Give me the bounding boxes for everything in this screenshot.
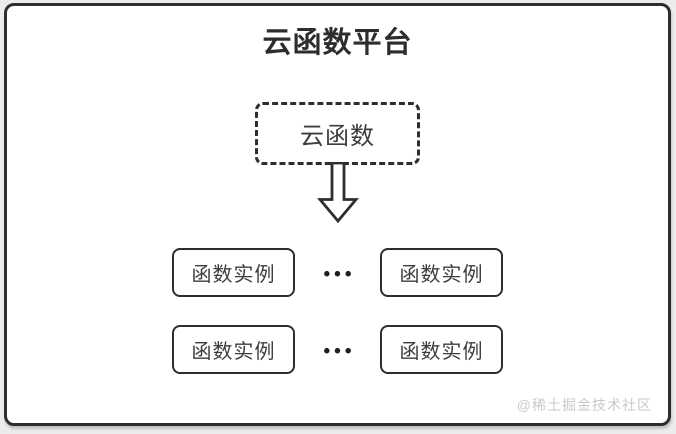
function-instance-node: 函数实例: [380, 248, 503, 298]
function-instance-node: 函数实例: [172, 248, 295, 298]
function-instance-node: 函数实例: [380, 325, 503, 375]
cloud-function-label: 云函数: [300, 123, 375, 151]
function-instance-label: 函数实例: [191, 264, 276, 287]
page-title: 云函数平台: [262, 27, 413, 59]
ellipsis-dots: •••: [323, 264, 356, 286]
function-instance-node: 函数实例: [172, 325, 295, 375]
function-instance-label: 函数实例: [399, 264, 484, 287]
cloud-function-node: 云函数: [255, 102, 420, 166]
function-instance-label: 函数实例: [191, 341, 276, 364]
function-instance-label: 函数实例: [399, 341, 484, 364]
instance-row-2: 函数实例 ••• 函数实例: [172, 325, 503, 375]
down-arrow-icon: [316, 162, 359, 224]
instance-row-1: 函数实例 ••• 函数实例: [172, 248, 503, 298]
ellipsis-dots: •••: [323, 341, 356, 363]
diagram-card: 云函数平台 云函数 函数实例 ••• 函数实例 函数实例 ••• 函数实例: [4, 3, 671, 426]
watermark: @稀土掘金技术社区: [516, 397, 652, 413]
